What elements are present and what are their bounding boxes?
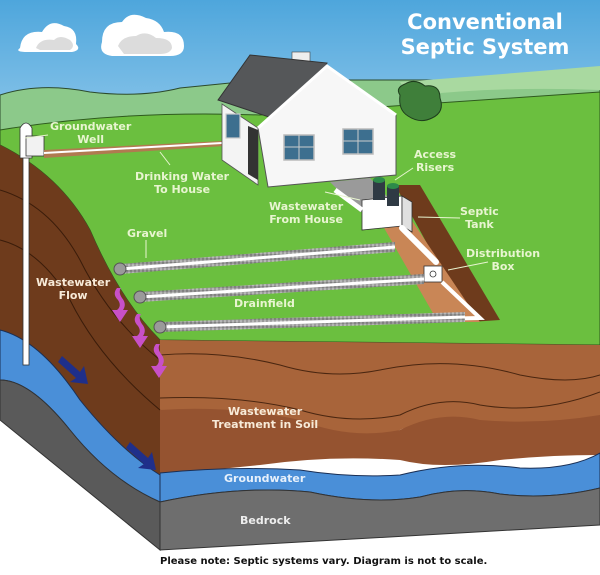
label-line: Well	[77, 133, 105, 146]
bedrock-front	[159, 487, 600, 551]
leader-lines	[24, 134, 489, 271]
label-line: Box	[491, 260, 515, 273]
label-line: Flow	[58, 289, 88, 302]
label-groundwater-well: Groundwater Well	[50, 120, 131, 146]
label-line: Risers	[415, 161, 455, 174]
label-line: Tank	[465, 218, 494, 231]
label-line: Wastewater	[227, 405, 303, 418]
riser-icon	[373, 177, 399, 206]
label-line: Treatment in Soil	[212, 418, 319, 431]
label-wastewater-flow: Wastewater Flow	[36, 276, 110, 302]
label-line: From House	[269, 213, 343, 226]
trench	[395, 185, 500, 322]
soil-side	[0, 145, 160, 475]
label-groundwater: Groundwater	[224, 472, 306, 485]
bedrock-side	[0, 379, 161, 552]
label-access-risers: Access Risers	[414, 148, 456, 174]
label-drinking-water: Drinking Water To House	[135, 170, 229, 196]
soil-front-deep	[160, 408, 600, 475]
label-line: Septic	[460, 205, 499, 218]
title-line-1: Conventional	[407, 10, 563, 34]
label-wastewater-from-house: Wastewater From House	[269, 200, 343, 226]
label-line: Groundwater	[50, 120, 132, 133]
label-drainfield: Drainfield	[234, 297, 295, 310]
title-line-2: Septic System	[400, 35, 570, 59]
footnote: Please note: Septic systems vary. Diagra…	[160, 556, 488, 567]
label-line: Distribution	[466, 247, 541, 260]
cloud-icon	[101, 14, 184, 56]
distribution-box-icon	[423, 265, 443, 283]
diagram-title: Conventional Septic System	[385, 10, 585, 60]
label-bedrock: Bedrock	[240, 514, 291, 527]
label-line: Wastewater	[36, 276, 111, 289]
label-line: To House	[154, 183, 211, 196]
label-wastewater-treatment: Wastewater Treatment in Soil	[212, 405, 318, 431]
cloud-icon	[18, 23, 79, 52]
water-arrow-icon	[58, 356, 156, 470]
label-septic-tank: Septic Tank	[460, 205, 499, 231]
label-distribution-box: Distribution Box	[466, 247, 540, 273]
label-line: Wastewater	[269, 200, 344, 213]
label-line: Access	[414, 148, 457, 161]
drainfield-lines	[113, 242, 466, 334]
house-icon	[217, 51, 397, 188]
label-line: Drinking Water	[135, 170, 230, 183]
tree-icon	[397, 80, 442, 122]
flow-arrow-icon	[112, 288, 167, 378]
well-icon	[19, 122, 45, 366]
label-gravel: Gravel	[127, 227, 168, 240]
